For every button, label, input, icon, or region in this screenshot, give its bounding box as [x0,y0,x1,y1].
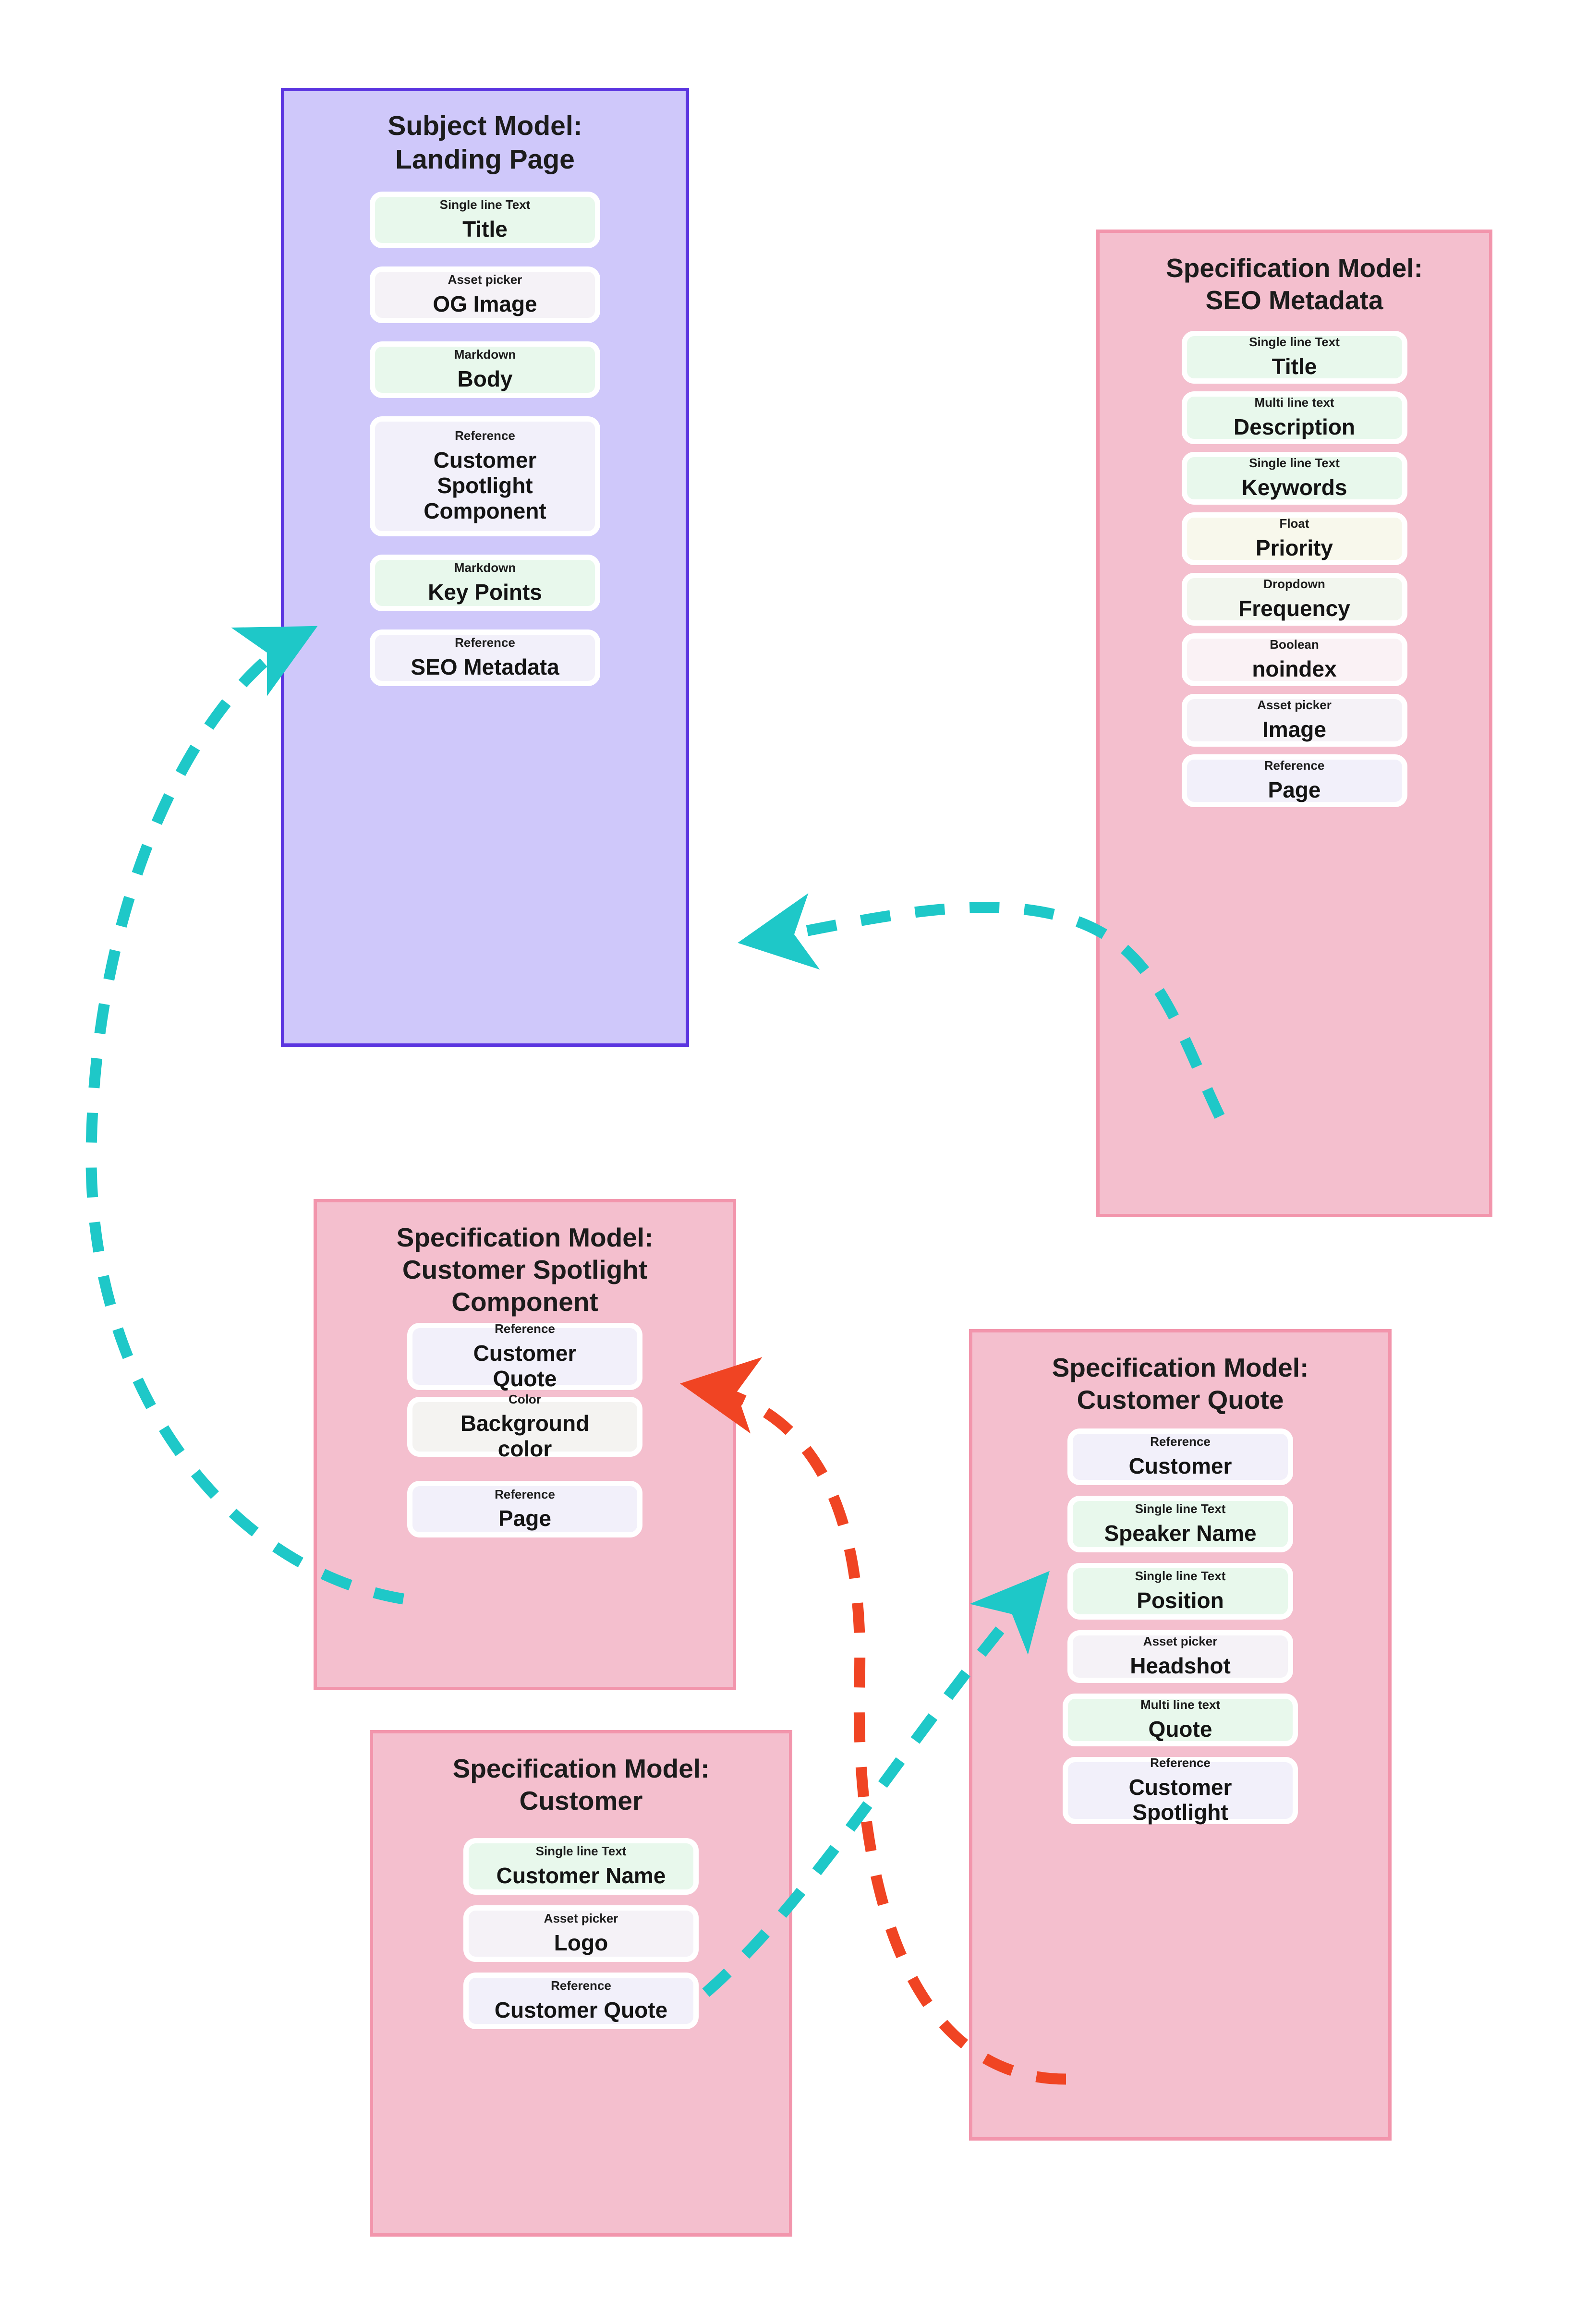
field-list-customer-quote: Reference Customer Single line Text Spea… [972,1428,1388,1825]
field-name-label: Key Points [428,579,542,605]
field-name-label: Page [1268,777,1321,803]
field-type-label: Single line Text [1135,1501,1226,1516]
field-name-label: Image [1262,717,1326,742]
field-page[interactable]: Reference Page [407,1481,642,1538]
field-type-label: Boolean [1270,637,1319,652]
field-speaker-name[interactable]: Single line Text Speaker Name [1067,1496,1293,1553]
field-image[interactable]: Asset picker Image [1181,694,1407,747]
field-name-label: Title [1272,354,1317,379]
field-page[interactable]: Reference Page [1181,754,1407,808]
field-type-label: Multi line text [1254,395,1334,410]
model-title-customer: Specification Model: Customer [452,1754,710,1816]
field-type-label: Markdown [454,347,516,362]
field-type-label: Asset picker [448,272,522,287]
field-list-customer: Single line Text Customer Name Asset pic… [373,1838,789,2030]
field-type-label: Single line Text [1135,1569,1226,1584]
field-customer-quote[interactable]: Reference Customer Quote [463,1973,699,2030]
field-customer-spotlight-component[interactable]: Reference Customer Spotlight Component [370,416,600,537]
field-name-label: Logo [554,1930,608,1956]
field-type-label: Reference [495,1321,555,1336]
field-name-label: Keywords [1241,475,1347,500]
model-customer-spotlight-component[interactable]: Specification Model: Customer Spotlight … [314,1199,736,1690]
model-customer-quote[interactable]: Specification Model: Customer Quote Refe… [969,1329,1392,2141]
field-customer-quote[interactable]: Reference Customer Quote [407,1321,642,1391]
field-background-color[interactable]: Color Background color [407,1392,642,1461]
model-customer[interactable]: Specification Model: Customer Single lin… [370,1730,792,2237]
field-og-image[interactable]: Asset picker OG Image [370,266,600,324]
field-type-label: Asset picker [1257,698,1332,713]
field-description[interactable]: Multi line text Description [1181,391,1407,445]
field-type-label: Single line Text [1249,335,1340,350]
field-title[interactable]: Single line Text Title [370,192,600,249]
field-type-label: Reference [1150,1755,1211,1770]
field-type-label: Single line Text [535,1844,627,1859]
field-key-points[interactable]: Markdown Key Points [370,555,600,612]
field-name-label: Page [498,1506,551,1531]
model-title-customer-quote: Specification Model: Customer Quote [1052,1353,1309,1415]
field-title[interactable]: Single line Text Title [1181,331,1407,384]
field-name-label: Customer Spotlight Component [424,448,546,523]
model-title-seo-metadata: Specification Model: SEO Metadata [1166,253,1423,315]
field-type-label: Reference [455,428,515,443]
field-noindex[interactable]: Boolean noindex [1181,633,1407,687]
field-type-label: Color [509,1392,541,1406]
field-type-label: Asset picker [544,1911,618,1926]
field-name-label: Frequency [1238,596,1350,621]
field-frequency[interactable]: Dropdown Frequency [1181,573,1407,626]
field-name-label: noindex [1252,656,1337,682]
field-customer-spotlight[interactable]: Reference Customer Spotlight [1063,1755,1298,1825]
field-type-label: Markdown [454,560,516,575]
model-landing-page[interactable]: Subject Model: Landing Page Single line … [281,88,689,1047]
field-name-label: Quote [1148,1717,1212,1742]
field-position[interactable]: Single line Text Position [1067,1563,1293,1620]
field-name-label: Title [462,216,508,242]
field-name-label: Customer Quote [494,1997,668,2023]
field-keywords[interactable]: Single line Text Keywords [1181,452,1407,505]
field-name-label: Position [1137,1588,1224,1613]
field-headshot[interactable]: Asset picker Headshot [1067,1630,1293,1683]
field-customer[interactable]: Reference Customer [1067,1428,1293,1486]
field-logo[interactable]: Asset picker Logo [463,1905,699,1962]
field-name-label: Headshot [1130,1653,1231,1679]
model-title-landing-page: Subject Model: Landing Page [388,110,582,175]
field-type-label: Float [1279,516,1309,531]
field-type-label: Multi line text [1140,1697,1221,1712]
field-name-label: Description [1233,414,1356,440]
field-quote[interactable]: Multi line text Quote [1063,1694,1298,1747]
field-type-label: Reference [495,1487,555,1501]
field-customer-name[interactable]: Single line Text Customer Name [463,1838,699,1895]
field-type-label: Reference [551,1978,611,1993]
field-list-seo-metadata: Single line Text Title Multi line text D… [1100,331,1489,808]
field-body[interactable]: Markdown Body [370,341,600,399]
field-type-label: Single line Text [439,197,531,212]
field-type-label: Single line Text [1249,456,1340,471]
field-list-landing-page: Single line Text Title Asset picker OG I… [284,192,686,687]
field-name-label: OG Image [433,291,537,316]
field-type-label: Asset picker [1143,1634,1218,1649]
field-name-label: Background color [460,1411,590,1462]
field-type-label: Dropdown [1263,577,1325,592]
field-name-label: Customer Spotlight [1128,1774,1232,1825]
field-type-label: Reference [1264,758,1325,773]
field-type-label: Reference [1150,1434,1211,1449]
field-priority[interactable]: Float Priority [1181,512,1407,566]
field-name-label: Customer Quote [473,1340,577,1391]
model-seo-metadata[interactable]: Specification Model: SEO Metadata Single… [1096,230,1492,1217]
field-name-label: Customer Name [496,1863,666,1888]
field-seo-metadata[interactable]: Reference SEO Metadata [370,629,600,687]
field-name-label: Body [457,366,513,391]
field-list-customer-spotlight-component: Reference Customer Quote Color Backgroun… [317,1321,733,1538]
field-name-label: Priority [1255,535,1333,561]
field-name-label: SEO Metadata [411,654,559,679]
field-name-label: Speaker Name [1104,1521,1257,1546]
field-name-label: Customer [1128,1453,1232,1479]
model-title-customer-spotlight-component: Specification Model: Customer Spotlight … [396,1223,654,1317]
field-type-label: Reference [455,635,515,650]
